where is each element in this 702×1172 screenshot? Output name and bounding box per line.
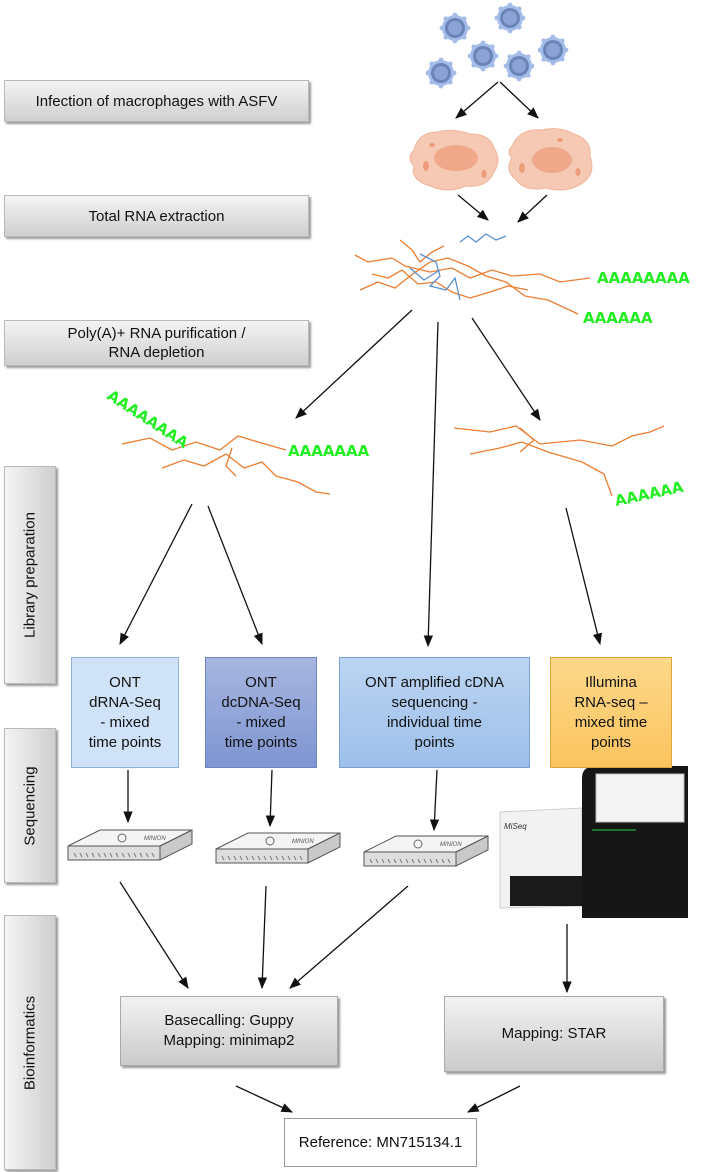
total-rna-strands (354, 233, 591, 315)
box-ont-drna-seq: ONT dRNA-Seq - mixed time points (71, 657, 179, 768)
step-infection: Infection of macrophages with ASFV (4, 80, 309, 122)
polya-tail: AAAAAA (613, 478, 685, 510)
arrow (455, 81, 499, 119)
arrow (517, 194, 548, 223)
side-library-preparation: Library preparation (4, 466, 56, 684)
macrophage-icon (409, 129, 499, 191)
arrow (257, 885, 268, 990)
box-ont-amplified-cdna: ONT amplified cDNA sequencing - individu… (339, 657, 530, 768)
arrow (457, 194, 489, 221)
virus-icon (467, 40, 499, 72)
arrow (429, 769, 440, 832)
minion-device-label: MINION (440, 842, 462, 848)
box-illumina-rna-seq: Illumina RNA-seq – mixed time points (550, 657, 672, 768)
reference-genome-box: Reference: MN715134.1 (284, 1118, 477, 1167)
polya-tail: AAAAAAA (288, 442, 370, 460)
virus-icon (494, 2, 526, 34)
polya-tail: AAAAAA (583, 309, 653, 327)
arrow (235, 1085, 294, 1113)
virus-icon (503, 50, 535, 82)
minion-device-label: MINION (292, 839, 314, 845)
step-polya-purification: Poly(A)+ RNA purification / RNA depletio… (4, 320, 309, 366)
side-sequencing: Sequencing (4, 728, 56, 883)
virus-icon (425, 57, 457, 89)
box-illumina-pipeline: Mapping: STAR (444, 996, 664, 1072)
arrow (265, 769, 276, 828)
arrow (499, 81, 539, 119)
minion-device-label: MINION (144, 836, 166, 842)
minion-device-icon: MINION (67, 829, 193, 861)
minion-device-icon: MINION (363, 835, 489, 867)
side-bioinformatics: Bioinformatics (4, 915, 56, 1170)
polya-rna-strands (121, 435, 331, 495)
polya-tail: AAAAAAAA (597, 269, 690, 287)
arrow (466, 1085, 521, 1113)
arrow (207, 505, 263, 646)
arrow (565, 507, 602, 646)
arrow (119, 503, 193, 646)
virus-icon (537, 34, 569, 66)
arrow (471, 317, 541, 421)
arrow (289, 885, 409, 989)
minion-device-icon: MINION (215, 832, 341, 864)
box-ont-dcdna-seq: ONT dcDNA-Seq - mixed time points (205, 657, 317, 768)
box-ont-pipeline: Basecalling: Guppy Mapping: minimap2 (120, 996, 338, 1066)
miseq-device-icon: MiSeq (499, 766, 688, 918)
miseq-device-label: MiSeq (504, 822, 527, 831)
arrow (295, 309, 413, 419)
step-rna-extraction: Total RNA extraction (4, 195, 309, 237)
macrophage-icon (508, 128, 593, 191)
virus-icon (439, 12, 471, 44)
polya-tail: AAAAAAAA (104, 386, 192, 452)
depleted-rna-strands (453, 425, 665, 497)
arrow (119, 881, 189, 989)
arrow (423, 321, 439, 648)
